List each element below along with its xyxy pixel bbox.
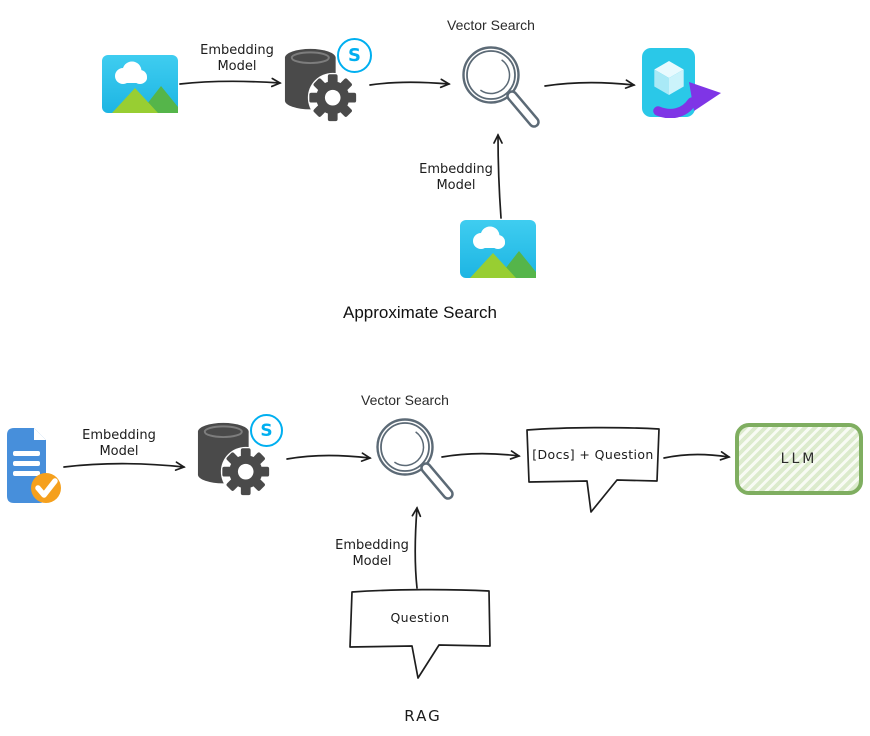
embedding-model-label-1: Embedding Model xyxy=(200,43,274,74)
question-bubble-text: Question xyxy=(390,610,450,625)
cloud-shape xyxy=(473,226,505,249)
embedding-model-label-3: Embedding Model xyxy=(82,428,156,459)
export-arrow xyxy=(653,82,721,118)
arrow-search-to-result xyxy=(544,79,636,89)
arrow-image-to-db xyxy=(179,77,282,88)
cube-shape xyxy=(654,61,684,95)
arrow-docsbubble-to-llm xyxy=(663,451,731,461)
llm-label: LLM xyxy=(780,451,818,467)
arrow-db-to-search-bottom xyxy=(286,452,372,462)
rag-title: RAG xyxy=(404,707,442,725)
image-icon xyxy=(460,220,536,278)
check-badge xyxy=(31,473,61,503)
mountain-light xyxy=(470,253,516,278)
magnifier-icon xyxy=(376,418,454,500)
cube-export-icon xyxy=(642,48,721,118)
image-icon xyxy=(102,55,178,113)
question-bubble xyxy=(349,588,491,679)
skype-icon: S xyxy=(337,38,372,73)
vector-search-label-top: Vector Search xyxy=(447,17,535,33)
skype-icon: S xyxy=(250,414,283,447)
magnifier-icon xyxy=(462,46,540,128)
arrow-db-to-search-top xyxy=(369,78,451,89)
cloud-shape xyxy=(115,61,147,84)
embedding-model-label-4: Embedding Model xyxy=(335,538,409,569)
database-gear-icon xyxy=(284,48,358,123)
arrow-doc-to-db xyxy=(63,461,186,471)
vector-search-label-bottom: Vector Search xyxy=(361,392,449,408)
docs-question-bubble xyxy=(526,426,660,513)
docs-question-bubble-text: [Docs] + Question xyxy=(532,446,654,462)
llm-box: LLM xyxy=(735,423,863,495)
mountain-light xyxy=(112,88,158,113)
database-gear-icon xyxy=(197,422,271,497)
document-lines xyxy=(13,451,40,476)
gear-icon xyxy=(307,72,358,123)
gear-icon xyxy=(220,446,271,497)
approximate-search-title: Approximate Search xyxy=(342,303,498,322)
embedding-model-label-2: Embedding Model xyxy=(419,162,493,193)
document-check-icon xyxy=(7,428,61,503)
